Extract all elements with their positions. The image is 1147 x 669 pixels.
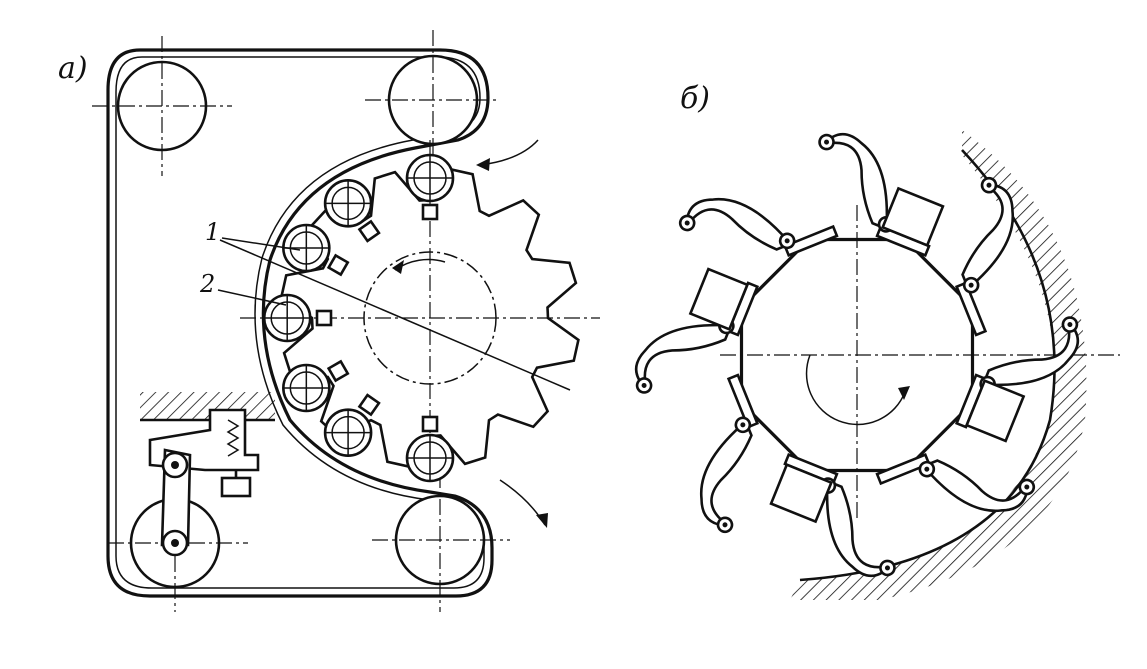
panel-a-label: a) bbox=[58, 51, 88, 86]
pulley-top-right bbox=[365, 30, 500, 170]
roller-set bbox=[262, 153, 455, 483]
callout-1: 1 bbox=[205, 218, 220, 246]
pulley-top-left bbox=[92, 36, 232, 176]
roller bbox=[323, 393, 381, 457]
spring-icon bbox=[226, 419, 240, 457]
gripper-arm bbox=[818, 132, 945, 258]
feed-arrow-out bbox=[499, 479, 546, 526]
housing bbox=[790, 130, 1087, 600]
drum-rotation-arrow bbox=[805, 354, 906, 426]
panel-b-label: б) bbox=[680, 81, 710, 116]
gripper-arm bbox=[699, 373, 760, 534]
gripper-arm bbox=[769, 452, 896, 578]
belt bbox=[106, 48, 494, 598]
roller bbox=[262, 293, 333, 343]
roller bbox=[405, 415, 455, 483]
roller bbox=[405, 153, 455, 221]
roller bbox=[282, 359, 350, 413]
gripper-arm bbox=[875, 452, 1036, 513]
tensioner bbox=[140, 392, 275, 557]
gripper-arms bbox=[634, 132, 1080, 578]
pulley-bottom-right bbox=[372, 472, 510, 612]
gripper-arm bbox=[678, 197, 839, 258]
panel-a: a) bbox=[58, 30, 600, 612]
gripper-arm bbox=[954, 316, 1080, 443]
gripper-arm bbox=[634, 267, 760, 394]
panel-b: б) bbox=[634, 81, 1120, 600]
callout-2: 2 bbox=[199, 270, 215, 298]
gripper-arm bbox=[954, 176, 1015, 337]
roller bbox=[323, 179, 381, 243]
